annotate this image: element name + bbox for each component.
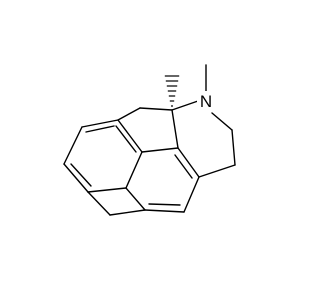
bond-left-ring-1-inner — [85, 125, 115, 133]
bond-n-ring-1 — [171, 100, 199, 111]
bond-five-ring-fusion — [125, 187, 146, 211]
bond-upper-ring-3 — [171, 109, 179, 149]
bond-right-ring-2-inner — [174, 154, 193, 179]
bond-right-ring-2 — [177, 147, 200, 178]
bond-upper-ring-1 — [117, 107, 141, 121]
bond-left-ring-5 — [125, 151, 143, 189]
bond-n-ring-3 — [231, 129, 236, 166]
bond-left-ring-3 — [63, 163, 89, 193]
bond-right-ring-1 — [141, 147, 179, 153]
bond-n-ring-2 — [211, 112, 233, 131]
bond-right-ring-3 — [183, 176, 200, 213]
molecule-structure: N — [63, 64, 236, 216]
bond-left-ring-3-inner — [70, 163, 92, 187]
bond-left-ring-1 — [81, 119, 119, 128]
bond-left-ring-2 — [63, 126, 83, 165]
hashed-wedge-bond — [164, 75, 180, 107]
bond-n-ring-4 — [198, 164, 236, 178]
bond-left-ring-4 — [87, 187, 127, 193]
bond-left-ring-6 — [117, 119, 143, 153]
bond-upper-ring-2 — [139, 107, 173, 111]
bond-bridge-left — [87, 191, 111, 216]
bond-left-ring-6-inner — [115, 125, 137, 153]
nitrogen-label-background — [197, 91, 215, 111]
nitrogen-atom-label: N — [200, 92, 212, 111]
bond-right-ring-4 — [144, 209, 185, 213]
bond-bridge-right — [109, 209, 146, 216]
bond-right-ring-4-inner — [148, 203, 181, 206]
